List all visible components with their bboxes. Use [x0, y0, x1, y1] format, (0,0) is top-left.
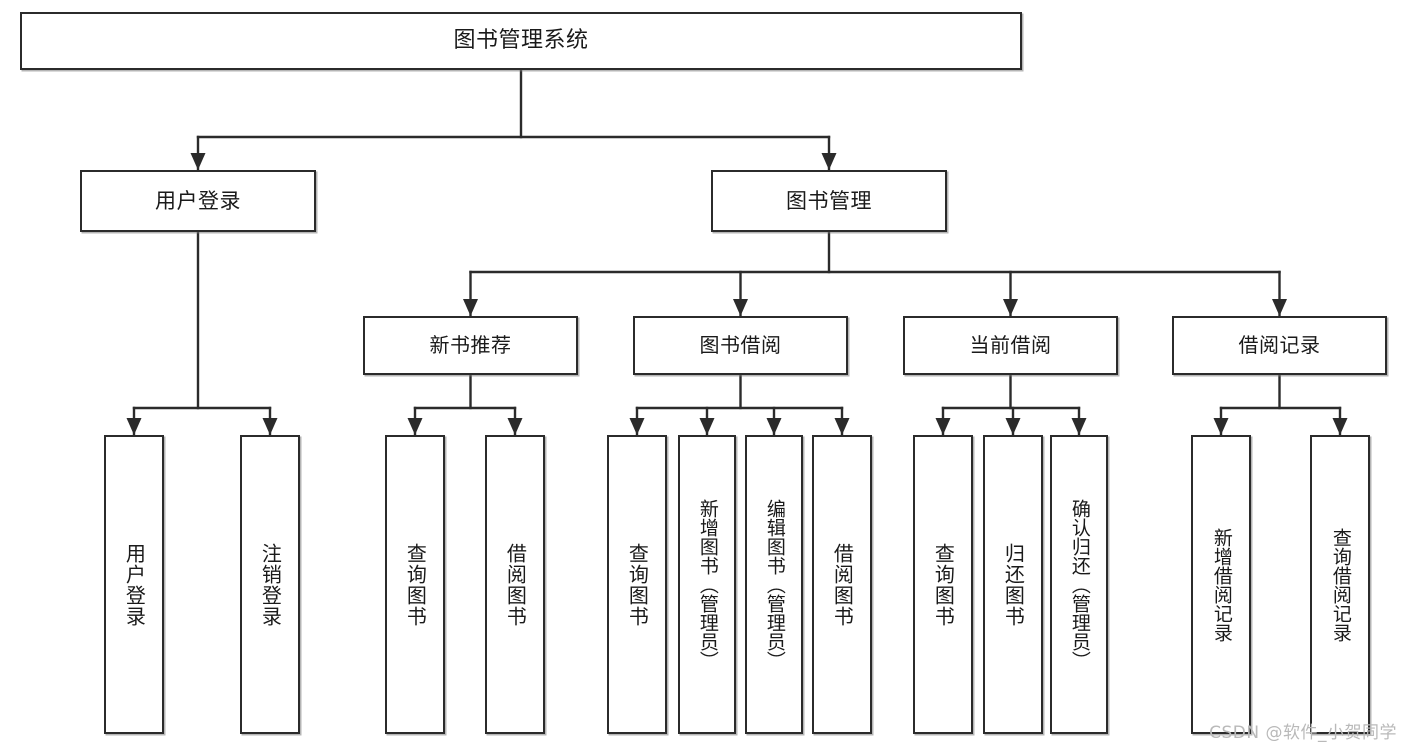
node-l-editbook[interactable]: 编辑图书（管理员） — [745, 435, 803, 734]
arrowhead — [1003, 299, 1018, 316]
node-l-logout[interactable]: 注销登录 — [240, 435, 300, 734]
arrowhead — [507, 418, 523, 435]
node-label: 新书推荐 — [429, 332, 512, 357]
arrowhead — [629, 418, 645, 435]
node-label: 新增图书（管理员） — [696, 499, 719, 670]
node-login[interactable]: 用户登录 — [80, 170, 316, 232]
watermark: CSDN @软件_小贺同学 — [1209, 723, 1397, 743]
arrowhead — [935, 418, 951, 435]
arrowhead — [733, 299, 748, 316]
node-label: 借阅图书 — [830, 542, 855, 627]
node-bookmgmt[interactable]: 图书管理 — [711, 170, 947, 232]
node-label: 确认归还（管理员） — [1068, 499, 1091, 670]
node-records[interactable]: 借阅记录 — [1172, 316, 1387, 375]
node-label: 归还图书 — [1001, 542, 1026, 627]
arrowhead — [463, 299, 478, 316]
arrowhead — [766, 418, 782, 435]
arrowhead — [821, 153, 837, 170]
node-l-borrowbk1[interactable]: 借阅图书 — [485, 435, 545, 734]
node-borrow[interactable]: 图书借阅 — [633, 316, 848, 375]
arrowhead — [834, 418, 850, 435]
node-l-addbook[interactable]: 新增图书（管理员） — [678, 435, 736, 734]
arrowhead — [1272, 299, 1287, 316]
node-newbooks[interactable]: 新书推荐 — [363, 316, 578, 375]
node-label: 图书管理 — [786, 188, 872, 213]
node-label: 借阅图书 — [503, 542, 528, 627]
node-label: 图书借阅 — [699, 332, 782, 357]
node-l-queryrec[interactable]: 查询借阅记录 — [1310, 435, 1370, 734]
node-l-querybook3[interactable]: 查询图书 — [913, 435, 973, 734]
node-label: 图书管理系统 — [453, 28, 589, 54]
node-l-borrowbk2[interactable]: 借阅图书 — [812, 435, 872, 734]
node-current[interactable]: 当前借阅 — [903, 316, 1118, 375]
arrowhead — [262, 418, 278, 435]
node-l-returnbk[interactable]: 归还图书 — [983, 435, 1043, 734]
node-l-addrec[interactable]: 新增借阅记录 — [1191, 435, 1251, 734]
node-label: 借阅记录 — [1238, 332, 1321, 357]
node-label: 编辑图书（管理员） — [763, 499, 786, 670]
node-label: 当前借阅 — [969, 332, 1052, 357]
arrowhead — [1213, 418, 1229, 435]
node-root[interactable]: 图书管理系统 — [20, 12, 1022, 70]
node-label: 用户登录 — [155, 188, 241, 213]
arrowhead — [407, 418, 423, 435]
arrowhead — [1005, 418, 1021, 435]
node-l-confirm[interactable]: 确认归还（管理员） — [1050, 435, 1108, 734]
arrowhead — [1071, 418, 1087, 435]
node-label: 新增借阅记录 — [1210, 527, 1233, 642]
arrowhead — [126, 418, 142, 435]
arrowhead — [1332, 418, 1348, 435]
node-l-userlogin[interactable]: 用户登录 — [104, 435, 164, 734]
arrowhead — [190, 153, 206, 170]
node-label: 查询图书 — [931, 542, 956, 627]
node-l-querybook1[interactable]: 查询图书 — [385, 435, 445, 734]
node-label: 查询图书 — [625, 542, 650, 627]
arrowhead — [699, 418, 715, 435]
node-label: 查询图书 — [403, 542, 428, 627]
node-label: 用户登录 — [122, 542, 147, 627]
node-label: 查询借阅记录 — [1329, 527, 1352, 642]
node-l-querybook2[interactable]: 查询图书 — [607, 435, 667, 734]
node-label: 注销登录 — [258, 542, 283, 627]
